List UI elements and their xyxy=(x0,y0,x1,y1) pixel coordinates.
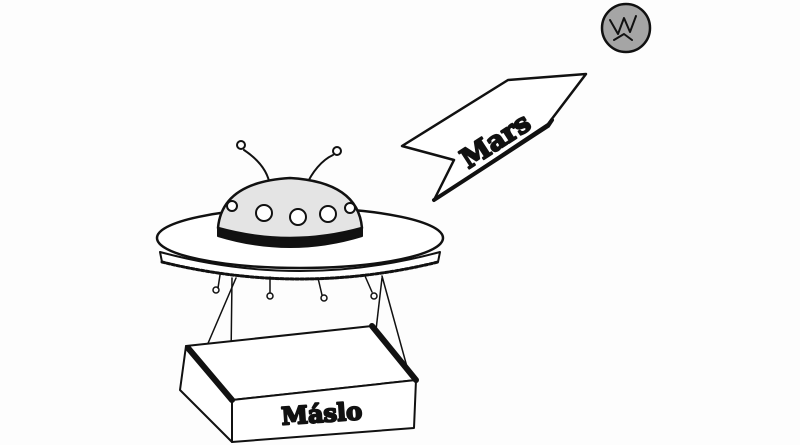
mars-arrow-sign: Mars xyxy=(400,72,588,202)
porthole-icon xyxy=(226,200,356,226)
butter-box: Máslo xyxy=(179,323,419,443)
ufo-legs xyxy=(212,274,378,302)
planet-mars-icon xyxy=(600,2,652,54)
box-label: Máslo xyxy=(280,396,363,431)
ufo-saucer xyxy=(155,176,445,281)
